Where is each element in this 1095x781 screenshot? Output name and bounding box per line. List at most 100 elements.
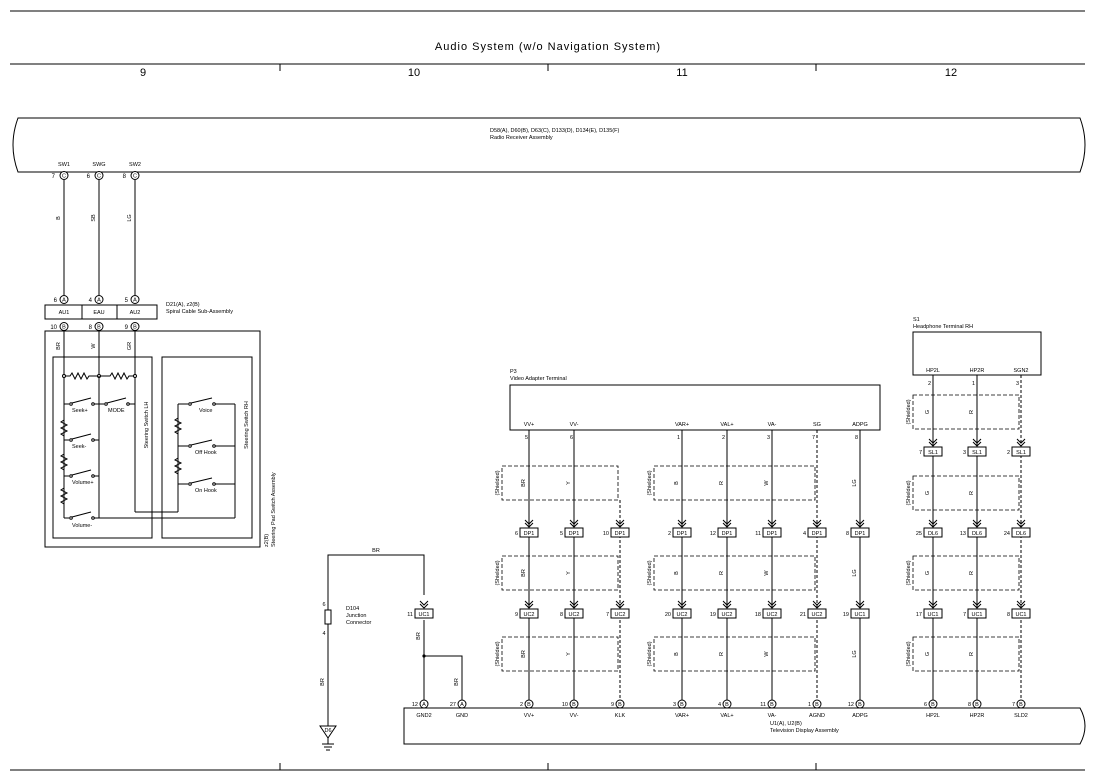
svg-text:10: 10 xyxy=(50,325,57,331)
steering-pad-box xyxy=(44,330,261,548)
svg-text:GND2: GND2 xyxy=(416,713,431,719)
svg-text:B: B xyxy=(858,702,862,708)
svg-text:Y: Y xyxy=(566,481,572,485)
svg-text:(Shielded): (Shielded) xyxy=(647,641,653,666)
svg-text:1: 1 xyxy=(972,381,975,387)
svg-text:10: 10 xyxy=(603,531,609,537)
svg-text:2: 2 xyxy=(928,381,931,387)
svg-text:UC1: UC1 xyxy=(971,612,982,618)
svg-text:7: 7 xyxy=(606,612,609,618)
svg-text:A: A xyxy=(460,702,464,708)
connector-sl1: SL1 3 xyxy=(963,438,987,457)
svg-text:Volume-: Volume- xyxy=(72,523,92,529)
tv-display-name: Television Display Assembly xyxy=(770,728,839,734)
svg-text:A: A xyxy=(422,702,426,708)
svg-text:UC1: UC1 xyxy=(418,612,429,618)
svg-text:VV+: VV+ xyxy=(524,422,535,428)
svg-text:DP1: DP1 xyxy=(615,531,626,537)
svg-text:DP1: DP1 xyxy=(524,531,535,537)
column-number: 11 xyxy=(676,67,687,79)
wire-color-label: BR xyxy=(56,342,62,350)
svg-text:R: R xyxy=(969,491,975,495)
svg-text:3: 3 xyxy=(963,450,966,456)
svg-text:VA-: VA- xyxy=(768,422,777,428)
svg-text:C: C xyxy=(62,174,66,180)
svg-text:DL6: DL6 xyxy=(1016,531,1026,537)
svg-text:DP1: DP1 xyxy=(569,531,580,537)
svg-text:Volume+: Volume+ xyxy=(72,480,94,486)
svg-text:7: 7 xyxy=(812,435,815,441)
svg-text:7: 7 xyxy=(963,612,966,618)
svg-text:4: 4 xyxy=(718,702,721,708)
svg-text:7: 7 xyxy=(1012,702,1015,708)
svg-text:SL1: SL1 xyxy=(972,450,982,456)
p3-terminal-box xyxy=(509,384,881,431)
svg-text:BR: BR xyxy=(454,678,460,686)
svg-text:VAR+: VAR+ xyxy=(675,713,689,719)
svg-text:UC2: UC2 xyxy=(721,612,732,618)
svg-text:6: 6 xyxy=(570,435,573,441)
steering-switch-lh-box xyxy=(52,356,153,539)
svg-text:UC1: UC1 xyxy=(1015,612,1026,618)
svg-text:A: A xyxy=(62,298,66,304)
svg-text:VV-: VV- xyxy=(570,422,579,428)
svg-text:A: A xyxy=(133,298,137,304)
svg-text:SG: SG xyxy=(813,422,821,428)
svg-text:(Shielded): (Shielded) xyxy=(495,470,501,495)
s1-terminal-box xyxy=(912,331,1042,376)
tv-pins: A12GND2A27GNDB2VV+B10VV-B9KLKB3VAR+B4VAL… xyxy=(412,699,1028,719)
svg-text:AGND: AGND xyxy=(809,713,825,719)
svg-text:5: 5 xyxy=(525,435,528,441)
svg-text:UC2: UC2 xyxy=(676,612,687,618)
svg-text:(Shielded): (Shielded) xyxy=(906,560,912,585)
svg-text:G: G xyxy=(925,410,931,414)
svg-text:2: 2 xyxy=(722,435,725,441)
steering-switch-rh-box xyxy=(161,356,253,539)
svg-text:B: B xyxy=(815,702,819,708)
svg-text:ADPG: ADPG xyxy=(852,422,868,428)
svg-text:Junction: Junction xyxy=(346,613,367,619)
wire-color-labels: BR Y BR Y BR Y B R W B R W B R W LG LG L… xyxy=(521,410,975,658)
svg-text:B: B xyxy=(674,481,680,485)
svg-text:Y: Y xyxy=(566,571,572,575)
svg-text:3: 3 xyxy=(767,435,770,441)
svg-text:12: 12 xyxy=(710,531,716,537)
radio-receiver-outline xyxy=(12,117,1086,173)
svg-text:On Hook: On Hook xyxy=(195,488,217,494)
svg-text:BR: BR xyxy=(372,548,380,554)
svg-text:7: 7 xyxy=(919,450,922,456)
p3-pin-labels: VV+ VV- VAR+ VAL+ VA- SG ADPG 5 6 1 2 3 … xyxy=(524,422,868,441)
svg-text:B: B xyxy=(680,702,684,708)
svg-text:BR: BR xyxy=(521,650,527,658)
svg-text:HP2R: HP2R xyxy=(970,368,985,374)
svg-text:DL6: DL6 xyxy=(972,531,982,537)
svg-text:24: 24 xyxy=(1004,531,1010,537)
svg-text:SGN2: SGN2 xyxy=(1014,368,1029,374)
spiral-bottom-pin: 8 B xyxy=(89,322,104,331)
svg-text:7: 7 xyxy=(52,174,56,180)
wire-color-label: W xyxy=(91,343,97,349)
radio-pin-sw1: SW1 7 C xyxy=(52,162,70,180)
steering-pad-name: Steering Pad Switch Assembly xyxy=(271,472,277,547)
radio-receiver-name: Radio Receiver Assembly xyxy=(490,135,553,141)
svg-text:DP1: DP1 xyxy=(855,531,866,537)
svg-text:(Shielded): (Shielded) xyxy=(906,480,912,505)
svg-text:B: B xyxy=(618,702,622,708)
